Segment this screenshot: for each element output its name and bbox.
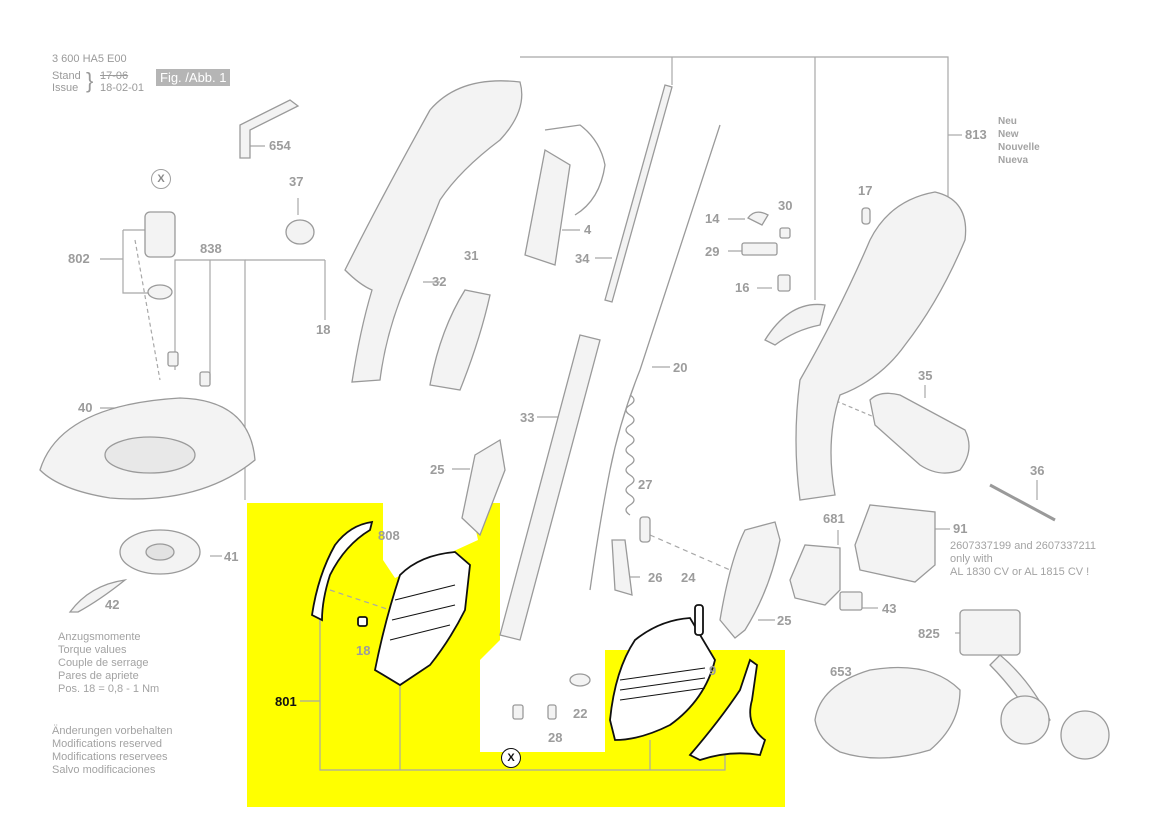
callout-9: 9 [709,663,717,678]
part-number: 3 600 HA5 E00 [52,53,127,65]
modifications-note-line: Modifications reservees [52,751,168,763]
part-802-motor [144,211,176,258]
part-91-battery [854,504,936,583]
modifications-note-line: Modifications reserved [52,738,163,750]
torque-note-line: Pares de apriete [58,670,139,682]
brace: } [86,68,94,93]
callout-30: 30 [778,198,793,213]
part-801-left-trim [311,520,374,622]
part-4-switch [524,148,571,266]
battery-note-line: only with [950,553,993,565]
callout-14: 14 [705,211,720,226]
modifications-note-line: Salvo modificaciones [52,764,156,776]
part-25-cover-upper [461,438,506,537]
battery-note-line: 2607337199 and 2607337211 [950,540,1097,552]
callout-681: 681 [823,511,845,526]
leader-813 [520,56,949,200]
new-note-line: Nueva [998,155,1029,166]
callout-813: 813 [965,127,987,142]
callout-801: 801 [275,694,297,709]
part-25-cover-lower [719,521,781,639]
x-reference-mark-top: X [151,169,171,189]
modifications-note: Änderungen vorbehalten Modifications res… [52,725,172,777]
callout-91: 91 [953,521,968,536]
part-handle-upper [344,80,523,383]
callout-20: 20 [673,360,688,375]
new-note-line: New [998,129,1019,140]
x-reference-mark-bottom: X [501,748,521,768]
new-note-line: Neu [998,116,1017,127]
torque-note-line: Couple de serrage [58,657,149,669]
battery-note-line: AL 1830 CV or AL 1815 CV ! [950,566,1090,578]
part-20-cable [589,124,721,591]
callout-36: 36 [1030,463,1045,478]
callout-29: 29 [705,244,720,259]
callout-28: 28 [548,730,563,745]
callout-40: 40 [78,400,93,415]
torque-note-line: Pos. 18 = 0,8 - 1 Nm [58,683,160,695]
callout-26: 26 [648,570,663,585]
callout-25b: 25 [777,613,792,628]
callout-34: 34 [575,251,590,266]
torque-note-line: Torque values [58,644,127,656]
callout-17: 17 [858,183,873,198]
figure-label: Fig. /Abb. 1 [156,69,231,86]
part-42-blade [68,579,128,613]
part-31-cover [429,289,491,391]
issue-label: Issue [52,82,79,94]
callout-43: 43 [882,601,897,616]
callout-22: 22 [573,706,588,721]
callout-27: 27 [638,477,653,492]
callout-42: 42 [105,597,120,612]
callout-35: 35 [918,368,933,383]
callout-16: 16 [735,280,750,295]
battery-compatibility-note: 2607337199 and 2607337211 only with AL 1… [950,540,1096,579]
stand-label: Stand [52,70,81,82]
part-33-tube [499,334,601,641]
callout-31: 31 [464,248,479,263]
stand-value: 17-06 [100,70,129,82]
callout-653: 653 [830,664,852,679]
part-813-handle [795,191,967,501]
callout-18b: 18 [356,643,371,658]
modifications-note-line: Änderungen vorbehalten [52,725,173,737]
callout-802: 802 [68,251,90,266]
issue-value: 18-02-01 [100,82,145,94]
part-801-left-housing [373,551,471,687]
callout-18a: 18 [316,322,331,337]
callout-4: 4 [584,222,592,237]
torque-note-line: Anzugsmomente [58,631,141,643]
callout-32: 32 [432,274,447,289]
callout-37: 37 [289,174,304,189]
callout-33: 33 [520,410,535,425]
callout-24: 24 [681,570,696,585]
part-801-right-housing [609,617,716,741]
part-34-tube [604,84,673,303]
part-681-adapter [789,544,841,606]
new-note-line: Nouvelle [998,142,1040,153]
callout-654: 654 [269,138,291,153]
part-653-charger [814,666,961,759]
part-37-knob [285,219,315,245]
callout-41: 41 [224,549,239,564]
callout-838: 838 [200,241,222,256]
new-note: Neu New Nouvelle Nueva [998,115,1040,167]
callout-808: 808 [378,528,400,543]
torque-values-note: Anzugsmomente Torque values Couple de se… [58,631,159,696]
part-825-wheel-right [1060,710,1110,760]
callout-25a: 25 [430,462,445,477]
part-35-grip [869,392,970,474]
part-654-hex-key [239,99,300,159]
part-801-right-trim [688,658,767,761]
callout-825: 825 [918,626,940,641]
part-825-wheel-left [1000,695,1050,745]
